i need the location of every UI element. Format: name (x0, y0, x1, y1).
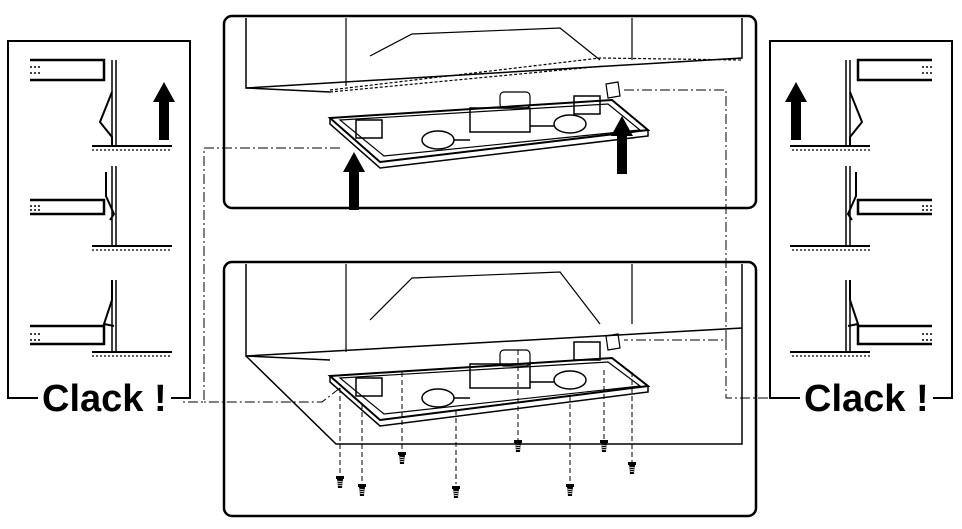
up-arrow-icon (785, 82, 807, 140)
screw-icon (627, 461, 637, 475)
screws (335, 439, 637, 499)
up-arrow-icon (153, 82, 175, 140)
bottom-panel (222, 260, 758, 518)
top-panel (222, 14, 758, 210)
leader-lines (180, 89, 770, 403)
screw-icon (397, 451, 407, 465)
up-arrow-icon (611, 116, 633, 174)
right-callout-label: Clack ! (800, 380, 933, 418)
screw-icon (565, 483, 575, 497)
screw-icon (599, 439, 609, 453)
screw-icon (451, 485, 461, 499)
screw-icon (335, 475, 345, 489)
left-callout-label: Clack ! (38, 380, 171, 418)
right-detail-panel (769, 40, 953, 399)
up-arrow-icon (343, 152, 365, 210)
screw-icon (513, 439, 523, 453)
screw-icon (357, 483, 367, 497)
